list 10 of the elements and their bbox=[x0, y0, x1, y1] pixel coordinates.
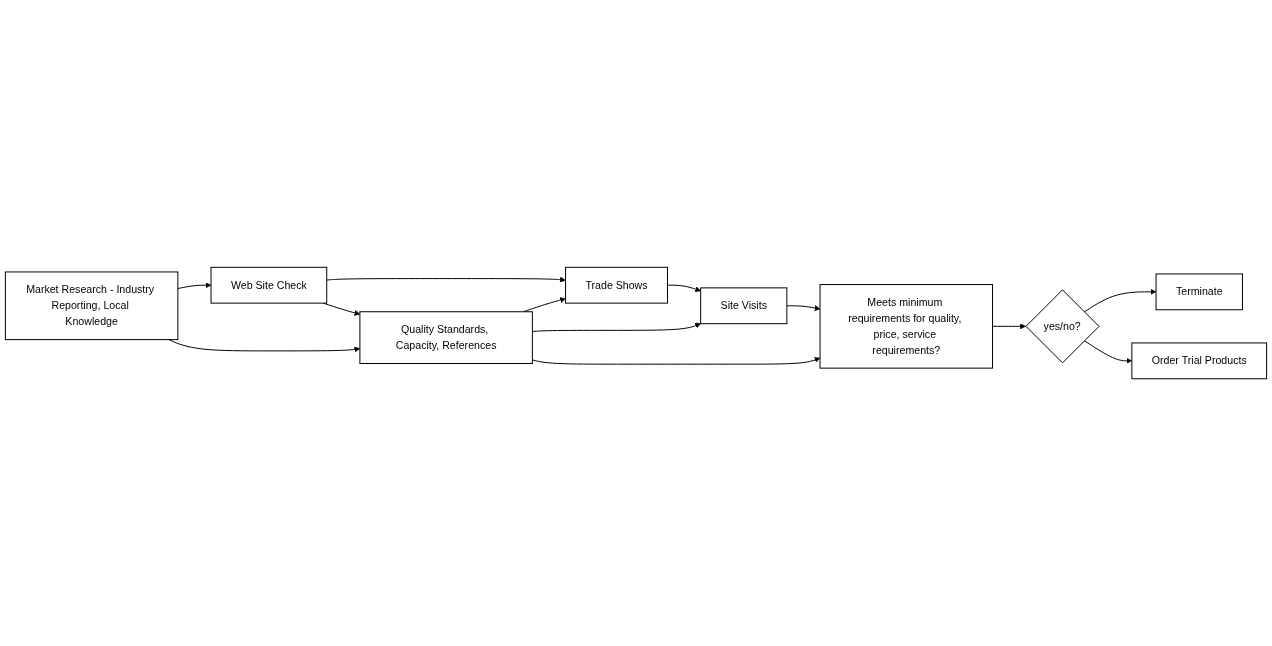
node-box: Terminate bbox=[1155, 273, 1243, 311]
node-box: Order Trial Products bbox=[1131, 342, 1268, 380]
node-box: Quality Standards, Capacity, References bbox=[359, 311, 533, 364]
node-box: Site Visits bbox=[700, 287, 788, 325]
node-box: Meets minimum requirements for quality, price, service requirements? bbox=[819, 284, 993, 369]
arrow bbox=[168, 339, 361, 353]
node-box: Web Site Check bbox=[210, 266, 328, 304]
node-diamond: yes/no? bbox=[1025, 289, 1100, 364]
node-box: Trade Shows bbox=[565, 266, 668, 304]
node-box: Market Research - Industry Reporting, Local Knowledge bbox=[4, 271, 179, 341]
